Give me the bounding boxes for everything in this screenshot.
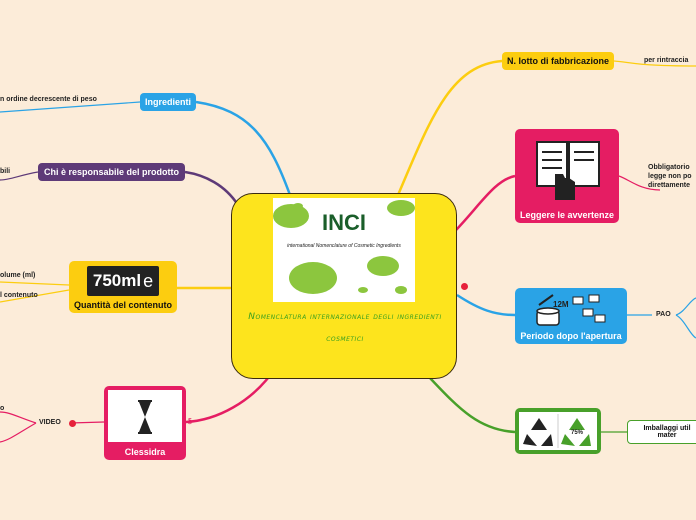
inci-card-image: INCI international Nomenclature of Cosme… (273, 198, 415, 302)
leaf-lotto[interactable]: per rintraccia (644, 57, 689, 64)
connector-lotto-leaf (613, 60, 696, 67)
recycle-icons (523, 414, 591, 448)
connector-avvertenze (455, 174, 516, 231)
node-avvertenze-label: Leggere le avvertenze (519, 210, 615, 220)
connector-periodo (456, 293, 516, 317)
hourglass-icon (138, 400, 152, 434)
node-ingredienti[interactable]: Ingredienti (140, 93, 196, 111)
node-responsabile[interactable]: Chi è responsabile del prodotto (38, 163, 185, 181)
node-ingredienti-label: Ingredienti (144, 97, 191, 107)
connector-clessidra (185, 377, 269, 424)
node-clessidra[interactable]: Clessidra (104, 386, 186, 460)
central-topic[interactable]: INCI international Nomenclature of Cosme… (231, 193, 457, 379)
connector-video-leaf1 (0, 411, 37, 424)
video-badge (69, 420, 76, 427)
connector-responsabile-leaf (0, 171, 39, 181)
leaf-video-sub[interactable]: o (0, 405, 5, 412)
leaf-pao[interactable]: PAO (656, 311, 671, 318)
recycle-percent-text: 75% (571, 430, 584, 436)
leaf-ingredienti[interactable]: n ordine decrescente di peso (0, 96, 97, 103)
connector-video-leaf2 (0, 422, 37, 443)
inci-subtitle: international Nomenclature of Cosmetic I… (287, 243, 401, 249)
connector-responsabile (184, 170, 240, 206)
connector-quantita-leaf2 (0, 289, 70, 303)
node-quantita-label: Quantità del contenuto (74, 300, 172, 310)
connector-ingredienti (195, 100, 292, 196)
connector-ingredienti-leaf (0, 101, 141, 113)
hourglass-image (108, 390, 182, 442)
node-responsabile-label: Chi è responsabile del prodotto (43, 167, 179, 177)
connector-pao-leaf2 (675, 314, 696, 339)
avvertenze-image (527, 134, 607, 204)
node-periodo-label: Periodo dopo l'apertura (520, 331, 622, 341)
connector-avvertenze-leaf (618, 175, 661, 191)
node-quantita[interactable]: 750ml e Quantità del contenuto (69, 261, 177, 313)
estimated-sign-icon: e (143, 270, 154, 291)
read-instructions-icon (536, 141, 600, 200)
quantita-image-text: 750ml (92, 271, 142, 290)
center-marker-badge (461, 283, 468, 290)
inci-logo: INCI (322, 210, 366, 235)
recycle-green-icon (561, 418, 591, 446)
node-clessidra-label: Clessidra (124, 447, 166, 457)
connector-riciclo (429, 377, 516, 434)
leaf-avvertenze-3[interactable]: direttamente (648, 182, 691, 189)
leaf-riciclo[interactable]: Imballaggi util mater (627, 420, 696, 444)
jar-months-text: 12M (553, 300, 569, 309)
open-jar-icon (536, 294, 606, 326)
node-riciclo[interactable]: 75% (515, 408, 601, 454)
leaf-video[interactable]: VIDEO (39, 419, 61, 426)
leaf-quantita-1[interactable]: olume (ml) (0, 272, 36, 279)
inci-card-shapes (273, 200, 415, 294)
leaf-avvertenze-2[interactable]: legge non po (648, 173, 692, 180)
central-topic-title: Nomenclatura internazionale degli ingred… (248, 312, 442, 344)
quantita-image: 750ml e (87, 266, 159, 296)
leaf-avvertenze-1[interactable]: Obbligatorio (648, 164, 690, 171)
node-avvertenze[interactable]: Leggere le avvertenze (515, 129, 619, 223)
connector-pao-leaf1 (675, 297, 696, 316)
node-periodo[interactable]: 12M Periodo dopo l'apertura (515, 288, 627, 344)
periodo-image: 12M (533, 291, 609, 329)
connector-quantita-leaf1 (0, 281, 70, 286)
recycle-image: 75% (519, 412, 597, 450)
leaf-quantita-2[interactable]: l contenuto (0, 292, 38, 299)
recycle-black-icon (523, 418, 553, 446)
connector-lotto (396, 59, 503, 196)
leaf-riciclo-line2: mater (657, 432, 677, 439)
node-lotto-label: N. lotto di fabbricazione (506, 56, 609, 66)
node-lotto[interactable]: N. lotto di fabbricazione (502, 52, 614, 70)
link-icon: § (188, 418, 192, 425)
leaf-riciclo-line1: Imballaggi util (643, 425, 691, 432)
leaf-responsabile[interactable]: bili (0, 168, 11, 175)
